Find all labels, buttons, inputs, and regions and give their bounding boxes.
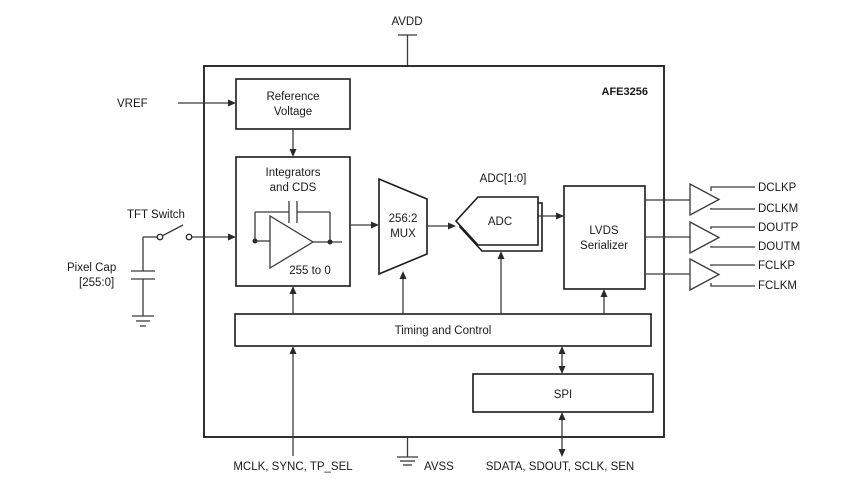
avdd-supply: AVDD (391, 16, 423, 66)
output-fclkm: FCLKM (758, 280, 797, 292)
ground-icon (132, 315, 154, 327)
vref-input: VREF (117, 98, 236, 110)
adc-label: ADC (488, 216, 512, 228)
pixel-cap-label-1: Pixel Cap (67, 262, 116, 274)
reference-voltage-label-1: Reference (266, 91, 319, 103)
lvds-output-drivers (645, 182, 755, 292)
pixel-cap-label-2: [255:0] (79, 277, 114, 289)
mux-label-1: 256:2 (389, 213, 418, 225)
output-dclkm: DCLKM (758, 203, 798, 215)
integrator-range-label: 255 to 0 (289, 265, 331, 277)
timing-control-label: Timing and Control (395, 325, 492, 337)
tft-switch-label: TFT Switch (127, 209, 185, 221)
dclk-buffer-icon (689, 182, 721, 217)
dout-buffer-icon (689, 220, 721, 255)
output-fclkp: FCLKP (758, 260, 795, 272)
timing-inputs-label: MCLK, SYNC, TP_SEL (233, 461, 353, 473)
integrators-label-2: and CDS (270, 182, 317, 194)
lvds-label-1: LVDS (589, 225, 619, 237)
avss-supply: AVSS (397, 437, 454, 473)
tft-switch: TFT Switch (127, 209, 236, 241)
adc-channels-label: ADC[1:0] (480, 173, 527, 185)
avdd-label: AVDD (391, 16, 422, 28)
output-dclkp: DCLKP (758, 182, 797, 194)
avss-label: AVSS (424, 461, 454, 473)
vref-label: VREF (117, 98, 148, 110)
pixel-capacitor: Pixel Cap [255:0] (67, 237, 155, 316)
spi-label: SPI (554, 389, 573, 401)
integrators-label-1: Integrators (266, 167, 321, 179)
fclk-buffer-icon (689, 257, 721, 292)
mux-label-2: MUX (390, 228, 416, 240)
integrator-amplifier-icon (252, 201, 342, 270)
reference-voltage-label-2: Voltage (274, 106, 312, 118)
spi-signals-label: SDATA, SDOUT, SCLK, SEN (486, 461, 634, 473)
chip-name: AFE3256 (602, 86, 648, 98)
lvds-label-2: Serializer (580, 240, 628, 252)
output-doutm: DOUTM (758, 241, 800, 253)
lvds-serializer-block (563, 185, 646, 290)
mux-block (378, 177, 428, 276)
reference-voltage-block (235, 78, 351, 130)
output-doutp: DOUTP (758, 222, 799, 234)
spi-block (472, 373, 654, 413)
timing-control-block (234, 313, 652, 347)
adc-block (454, 196, 539, 246)
